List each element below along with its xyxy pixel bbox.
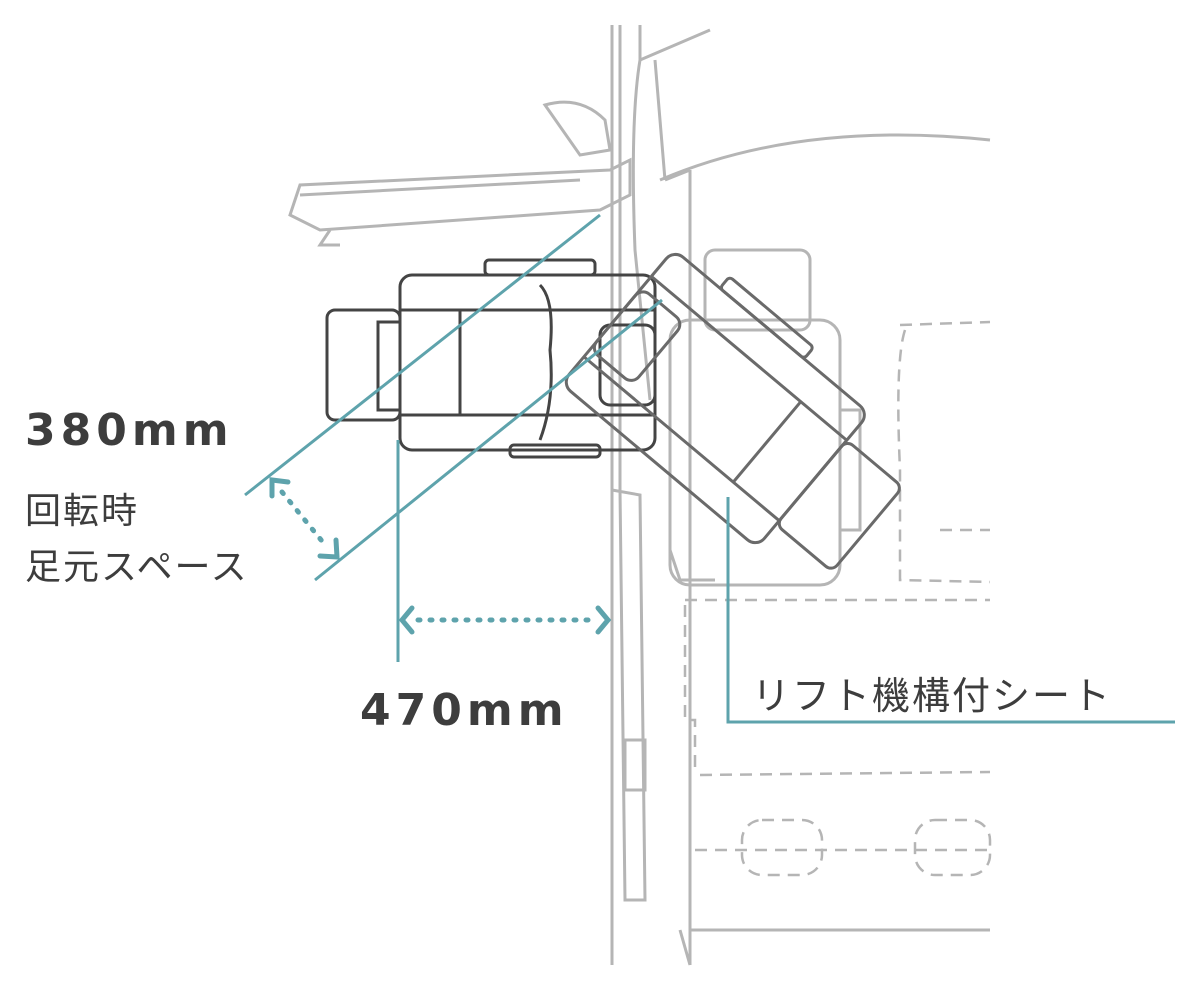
seat-front-facing: [325, 258, 657, 459]
dimension-470mm: 470mm: [360, 685, 569, 736]
dimension-arrows: [269, 477, 612, 635]
vehicle-floor-dashed: [683, 320, 992, 877]
rotation-space-label-line2: 足元スペース: [25, 547, 249, 588]
vehicle-body-outline: [288, 25, 991, 966]
rotation-space-label-line1: 回転時: [25, 491, 140, 532]
lift-seat-label: リフト機構付シート: [752, 674, 1113, 718]
dimension-380mm: 380mm: [25, 405, 234, 456]
dimension-lines: [244, 213, 1175, 724]
seat-rotated-lift: [564, 252, 901, 570]
